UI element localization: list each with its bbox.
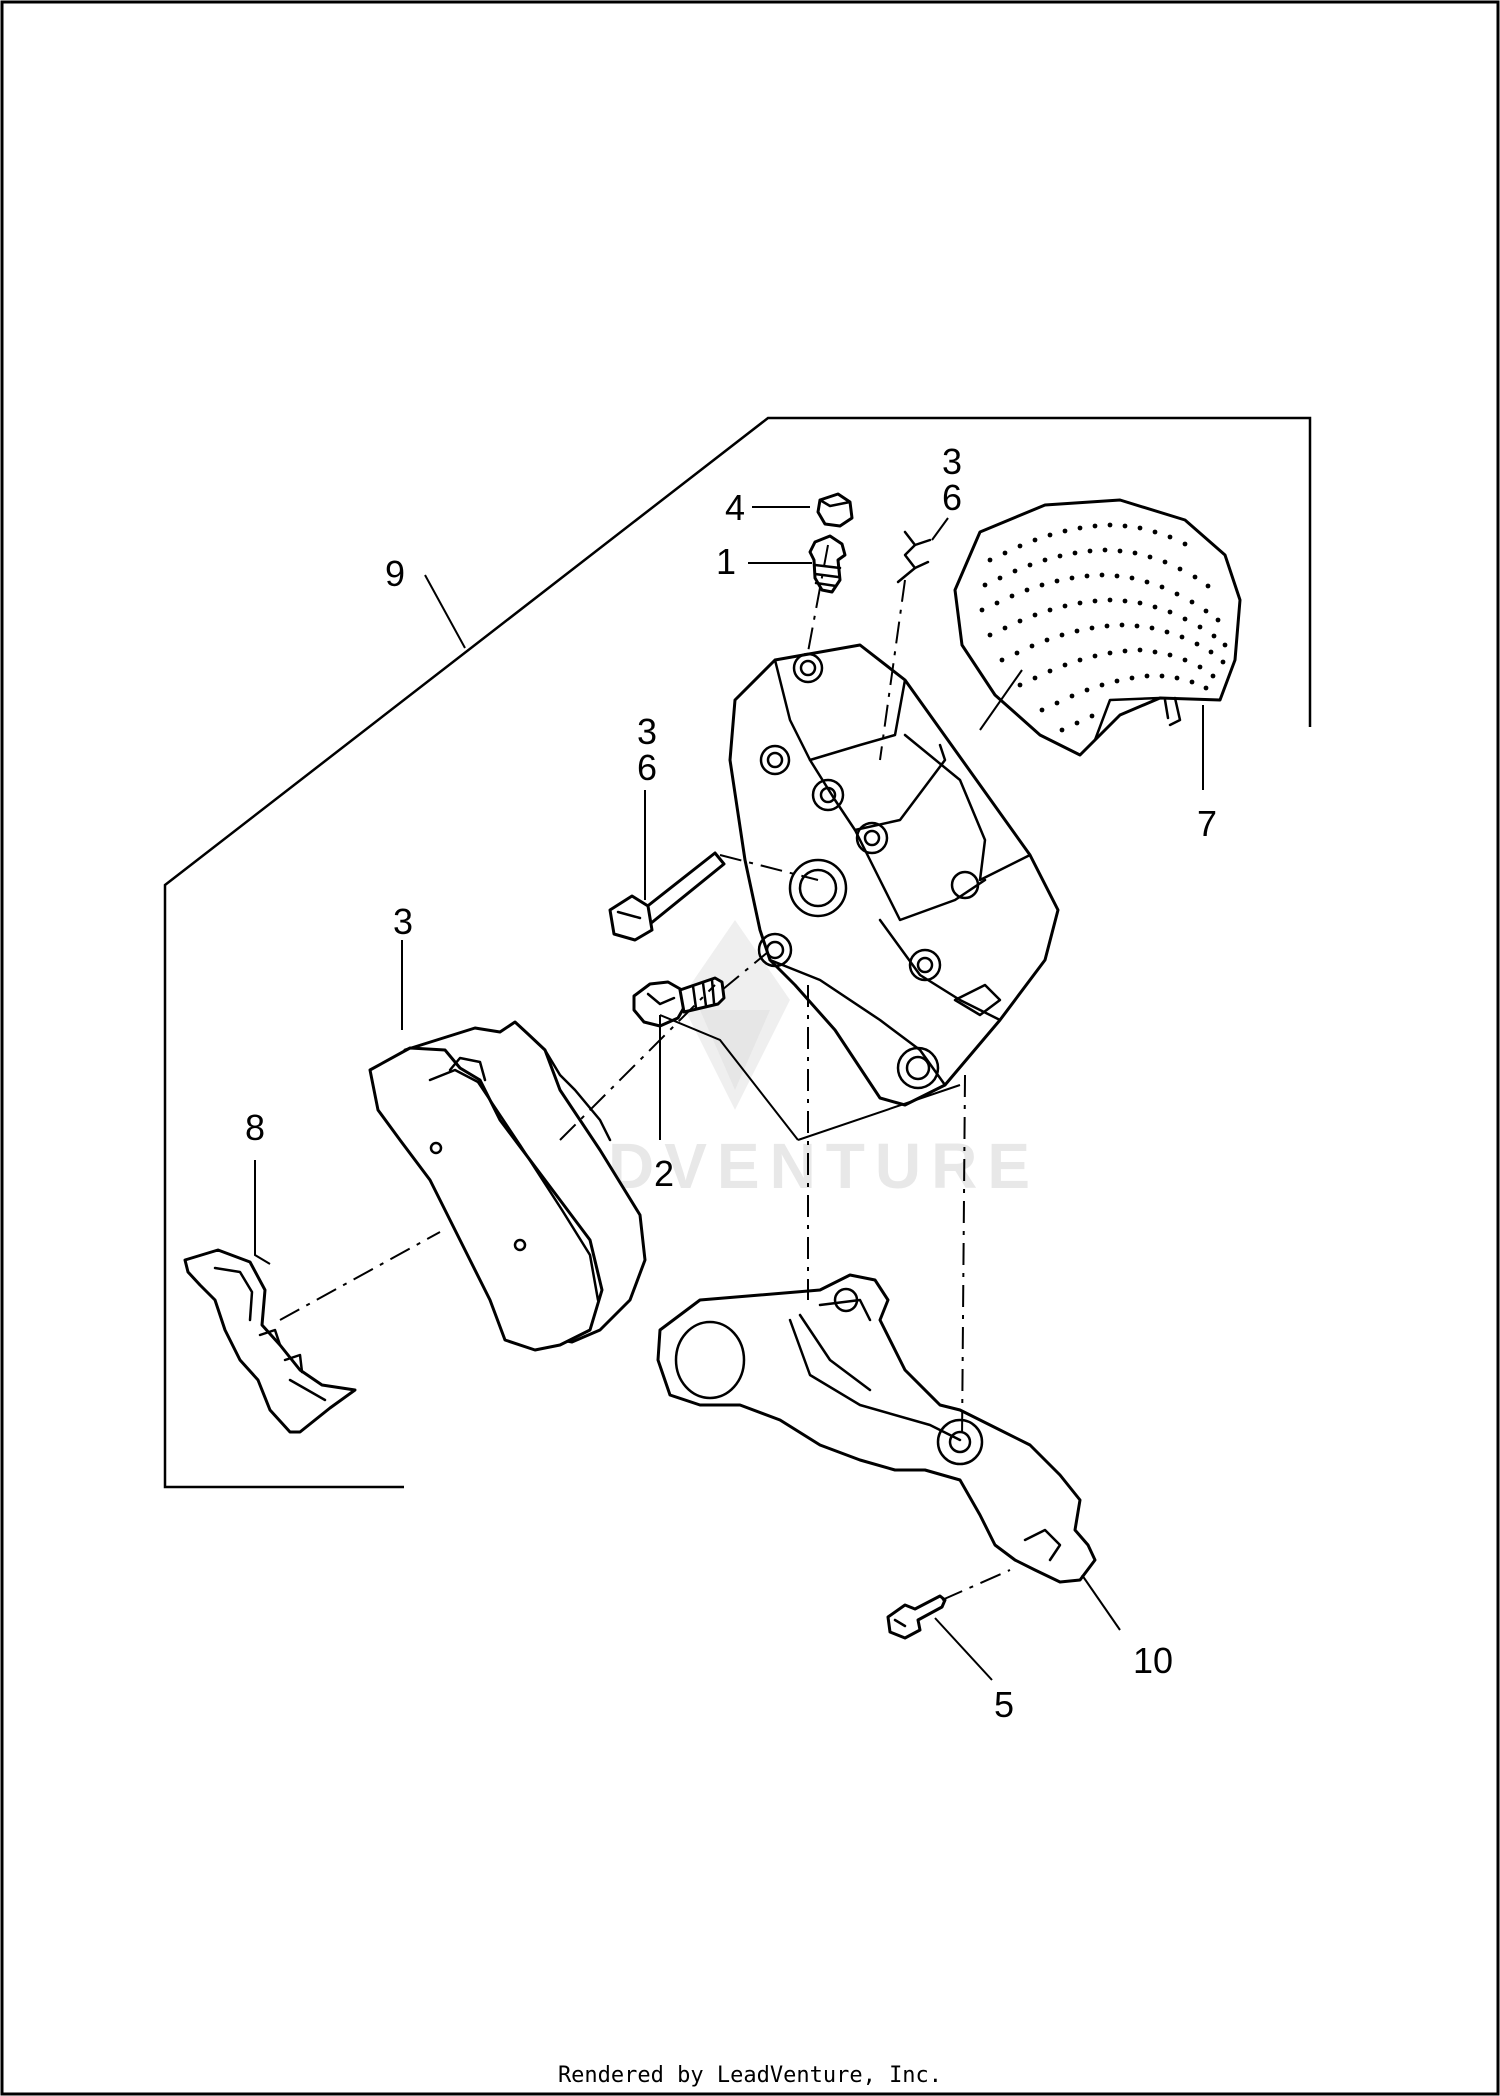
- callout-6-clip: 6: [942, 477, 962, 518]
- caliper-body: [728, 643, 1060, 1107]
- bushing-pin: [886, 1594, 947, 1640]
- callout-7: 7: [1197, 803, 1217, 844]
- callout-10: 10: [1133, 1640, 1173, 1681]
- callouts: 9 4 1 3 6 3 6 7 3 8 2 5 10: [245, 441, 1217, 1725]
- shield-perforation-pattern: [979, 522, 1228, 733]
- callout-2: 2: [654, 1153, 674, 1194]
- caliper-bracket: [656, 1273, 1097, 1584]
- callout-9: 9: [385, 553, 405, 594]
- callout-3-pad: 3: [393, 901, 413, 942]
- watermark-logo: [680, 920, 790, 1110]
- assembly-lines: [279, 544, 1011, 1601]
- pad-spring: [183, 1248, 357, 1434]
- footer-credit: Rendered by LeadVenture, Inc.: [558, 2063, 942, 2088]
- callout-1: 1: [716, 541, 736, 582]
- callout-5: 5: [994, 1684, 1014, 1725]
- kit-bracket: [163, 416, 1312, 1489]
- pad-pin: [608, 851, 726, 942]
- callout-8: 8: [245, 1107, 265, 1148]
- bleeder-cap: [816, 492, 854, 528]
- heat-shield: [953, 498, 1242, 757]
- brake-pads: [368, 1020, 647, 1352]
- callout-3-clip: 3: [942, 441, 962, 482]
- clip-pin: [896, 530, 932, 584]
- callout-6-pin: 6: [637, 747, 657, 788]
- callout-4: 4: [725, 487, 745, 528]
- bleeder-valve: [808, 534, 847, 594]
- callout-3-pin: 3: [637, 711, 657, 752]
- leader-lines: [254, 506, 1204, 1681]
